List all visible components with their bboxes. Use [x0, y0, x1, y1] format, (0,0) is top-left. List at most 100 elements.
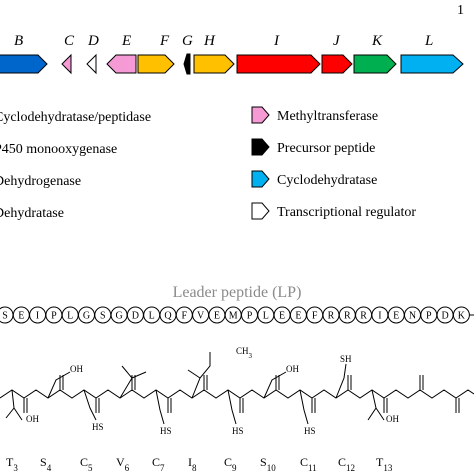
leader-residue-letter: L	[67, 311, 73, 322]
leader-residue: F	[306, 306, 324, 324]
core-residue-label: S10	[260, 455, 276, 473]
gene-arrow-c	[61, 53, 72, 75]
core-residue-label: C5	[80, 455, 93, 473]
oh-label-s10: OH	[286, 364, 299, 374]
leader-residue-letter: I	[36, 311, 39, 322]
leader-residue: P	[45, 306, 63, 324]
leader-residue-letter: R	[328, 311, 335, 322]
leader-residue: E	[12, 306, 30, 324]
backbone-zigzag	[0, 389, 474, 399]
leader-residue-letter: F	[182, 311, 188, 322]
core-residue-label: T3	[6, 455, 18, 473]
legend-label-methyltransferase: Methyltransferase	[277, 109, 378, 124]
page-number: 1	[457, 3, 464, 18]
oh-label-s4: OH	[70, 364, 83, 374]
chem-labels: OH OH HS HS HS OH HS SH OH CH3	[26, 346, 399, 436]
gene-label-j: J	[333, 33, 341, 49]
gene-label-c: C	[64, 33, 75, 49]
oh-label-t13: OH	[386, 414, 399, 424]
leader-residue: F	[175, 306, 193, 324]
sh-label-c5: HS	[92, 422, 104, 432]
gene-label-i: I	[273, 33, 280, 49]
core-residue-label: C11	[300, 455, 317, 473]
gene-arrow-i	[236, 54, 321, 74]
core-residue-label: C12	[338, 455, 355, 473]
legend-label-precursor: Precursor peptide	[277, 141, 375, 156]
legend-label-cyclodehydratase: Cyclodehydratase	[277, 173, 377, 188]
legend-swatch-regulator	[251, 202, 270, 220]
leader-residue: E	[289, 306, 307, 324]
leader-residue-letter: D	[441, 311, 448, 322]
leader-residue-letter: G	[83, 311, 90, 322]
leader-residue: I	[371, 306, 389, 324]
leader-residue-letter: P	[426, 311, 432, 322]
legend: Cyclodehydratase/peptidase P450 monooxyg…	[0, 106, 416, 221]
legend-swatch-precursor	[251, 138, 270, 156]
core-residue-label: C7	[152, 455, 165, 473]
leader-residue: E	[273, 306, 291, 324]
leader-residue-letter: E	[295, 311, 301, 322]
leader-residue-bead	[452, 306, 470, 324]
leader-residue: Q	[159, 306, 177, 324]
core-residue-label: I8	[188, 455, 197, 473]
gene-arrow-k	[353, 54, 397, 74]
leader-residue-letter: E	[214, 311, 220, 322]
leader-residue-letter: D	[132, 311, 139, 322]
sh-label-c12: SH	[340, 354, 352, 364]
gene-labels: B C D E F G H I J K L	[14, 33, 433, 49]
leader-residue-letter: E	[18, 311, 24, 322]
gene-arrow-g	[183, 53, 191, 75]
gene-label-d: D	[87, 33, 99, 49]
leader-residue: E	[208, 306, 226, 324]
leader-residue: V	[192, 306, 210, 324]
gene-arrow-f	[137, 54, 175, 74]
gene-label-e: E	[121, 33, 131, 49]
sh-label-c7: HS	[160, 426, 172, 436]
oh-label-t3: OH	[26, 414, 39, 424]
legend-label-regulator: Transcriptional regulator	[277, 205, 416, 220]
leader-residue-letter: I	[378, 311, 381, 322]
leader-residue-letter: L	[149, 311, 155, 322]
leader-residue: P	[420, 306, 438, 324]
leader-residue: S	[94, 306, 112, 324]
leader-residue: D	[436, 306, 454, 324]
gene-arrow-d	[86, 53, 97, 75]
leader-residue-letter: R	[344, 311, 351, 322]
core-residue-label: C9	[224, 455, 237, 473]
gene-label-b: B	[14, 33, 23, 49]
gene-label-k: K	[371, 33, 383, 49]
gene-arrow-j	[321, 54, 353, 74]
leader-residue-letter: Q	[164, 311, 172, 322]
legend-label-p450: P450 monooxygenase	[0, 142, 117, 157]
side-chains	[5, 352, 385, 425]
leader-residue-letter: V	[197, 311, 205, 322]
leader-residue: S	[0, 306, 14, 324]
sh-label-c9: HS	[232, 426, 244, 436]
core-residue-label: V6	[116, 455, 130, 473]
leader-residue: G	[78, 306, 95, 324]
leader-residue-letter: R	[360, 311, 367, 322]
gene-cluster	[0, 53, 464, 75]
leader-residue-letter: F	[312, 311, 318, 322]
gene-arrow-b	[0, 54, 48, 74]
leader-residue: D	[126, 306, 144, 324]
leader-residue: R	[338, 306, 356, 324]
leader-residue-letter: N	[409, 311, 416, 322]
leader-residue-letter: S	[100, 311, 106, 322]
ch3-label-i8: CH3	[236, 346, 253, 360]
leader-residue-letter: P	[51, 311, 57, 322]
legend-swatch-cyclodehydratase	[251, 170, 270, 188]
leader-residue: M	[224, 306, 242, 324]
leader-residue-letter: E	[279, 311, 285, 322]
leader-residue: G	[110, 306, 128, 324]
leader-residue: K	[452, 306, 470, 324]
gene-arrow-h	[193, 54, 235, 74]
leader-residue: N	[404, 306, 421, 324]
leader-residue-letter: P	[247, 311, 253, 322]
carbonyl-bonds	[23, 375, 460, 413]
gene-label-f: F	[159, 33, 170, 49]
leader-residue: E	[387, 306, 405, 324]
leader-residue: L	[257, 306, 275, 324]
